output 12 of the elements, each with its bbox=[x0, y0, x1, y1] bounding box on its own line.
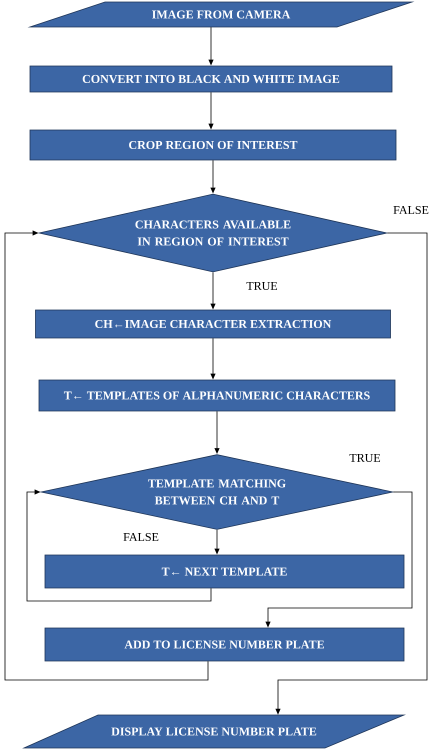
process-box: CH←IMAGE CHARACTER EXTRACTION bbox=[35, 310, 391, 338]
process-box: CONVERT INTO BLACK AND WHITE IMAGE bbox=[30, 66, 392, 92]
process-box: T← NEXT TEMPLATE bbox=[44, 554, 404, 588]
arrow bbox=[26, 489, 212, 602]
process-box: T← TEMPLATES OF ALPHANUMERIC CHARACTERS bbox=[38, 380, 396, 412]
edge-label: FALSE bbox=[393, 206, 428, 214]
process-box: ADD TO LICENSE NUMBER PLATE bbox=[44, 628, 404, 662]
edge-label: TRUE bbox=[246, 282, 278, 290]
edge-label: TRUE bbox=[350, 454, 380, 462]
edge-label: FALSE bbox=[123, 532, 158, 542]
process-box: CROP REGION OF INTEREST bbox=[30, 130, 396, 160]
arrow bbox=[4, 230, 208, 680]
